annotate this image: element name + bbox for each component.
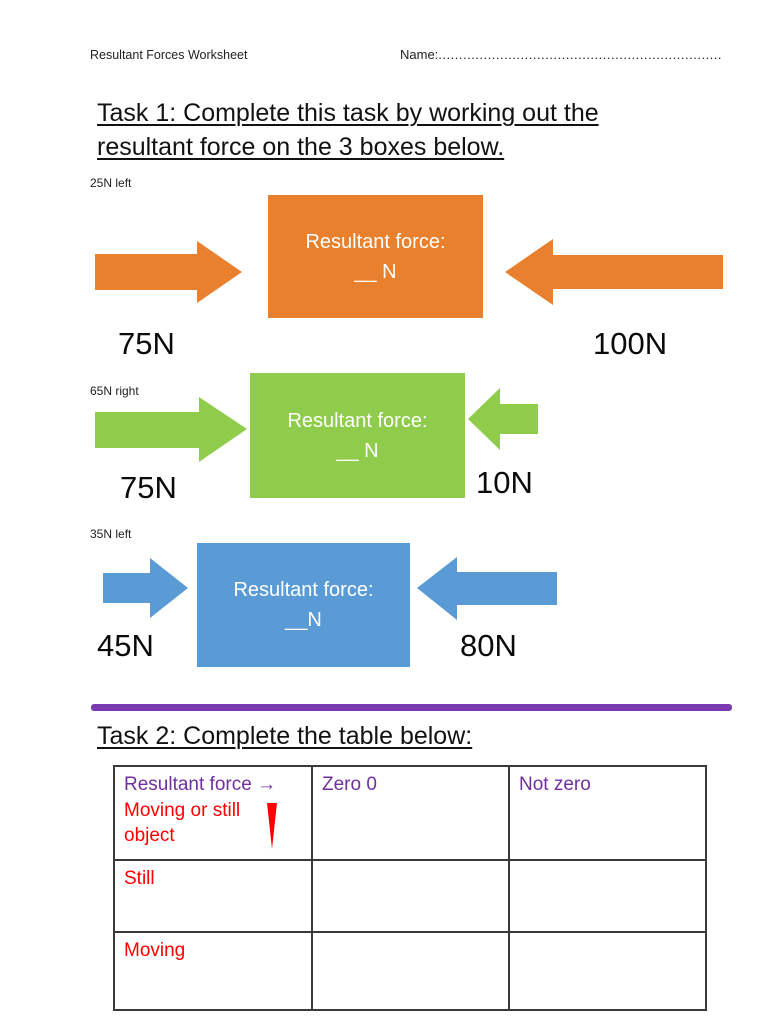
- right-arrow-icon: [103, 558, 188, 618]
- table-cell-empty: [508, 931, 707, 1011]
- diagram3-result-box: Resultant force: __N: [197, 543, 410, 667]
- diagram1-left-force-label: 75N: [118, 326, 175, 361]
- diagram2-left-force-label: 75N: [120, 470, 177, 505]
- diagram1-box-line1: Resultant force:: [305, 230, 446, 253]
- table-cell-empty: [311, 931, 510, 1011]
- right-arrow-icon: [95, 241, 242, 303]
- document-title: Resultant Forces Worksheet: [90, 48, 248, 62]
- diagram2-note: 65N right: [90, 384, 139, 398]
- diagram3-box-line1: Resultant force:: [233, 579, 374, 601]
- table-cell-empty: [311, 859, 510, 933]
- diagram3-right-force-label: 80N: [460, 628, 517, 663]
- table-row-moving: Moving: [113, 931, 707, 1011]
- right-arrow-icon: [95, 397, 247, 462]
- red-down-arrow-icon: [267, 803, 277, 849]
- row-label-still: Still: [113, 859, 313, 933]
- task1-heading: Task 1: Complete this task by working ou…: [97, 96, 599, 164]
- task2-table: Resultant force → Moving or still object…: [113, 765, 707, 1011]
- diagram3-box-line2: __N: [285, 609, 322, 631]
- diagram2-right-force-label: 10N: [476, 465, 533, 500]
- task2-heading: Task 2: Complete the table below:: [97, 722, 473, 750]
- section-divider: [91, 704, 732, 711]
- task1-heading-line1: Task 1: Complete this task by working ou…: [97, 99, 599, 127]
- diagram1-right-force-label: 100N: [593, 326, 668, 361]
- diagram1-note: 25N left: [90, 176, 132, 190]
- diagram1-result-box: Resultant force: __ N: [268, 195, 483, 318]
- diagram2-box-line1: Resultant force:: [287, 409, 428, 432]
- diagram2-result-box: Resultant force: __ N: [250, 373, 465, 498]
- table-cell-not-zero: Not zero: [508, 765, 707, 861]
- task1-heading-line2: resultant force on the 3 boxes below.: [97, 133, 505, 161]
- diagram1-box-line2: __ N: [354, 260, 397, 283]
- diagram3-note: 35N left: [90, 527, 132, 541]
- table-cell-empty: [508, 859, 707, 933]
- name-label: Name:: [400, 47, 439, 62]
- table-cell-header-corner: Resultant force → Moving or still object: [113, 765, 313, 861]
- name-fill-line: ........................................…: [438, 47, 723, 62]
- left-arrow-icon: [417, 557, 557, 620]
- diagram2-box-line2: __ N: [336, 439, 379, 462]
- left-arrow-icon: [468, 388, 538, 450]
- left-arrow-icon: [505, 239, 723, 305]
- table-row-still: Still: [113, 859, 707, 933]
- diagram3-left-force-label: 45N: [97, 628, 154, 663]
- header-moving-or-still: Moving or still object: [124, 799, 241, 847]
- row-label-moving: Moving: [113, 931, 313, 1011]
- table-cell-zero: Zero 0: [311, 765, 510, 861]
- table-header-row: Resultant force → Moving or still object…: [113, 765, 707, 861]
- name-field: Name:...................................…: [400, 47, 722, 62]
- header-resultant-force: Resultant force →: [124, 774, 277, 795]
